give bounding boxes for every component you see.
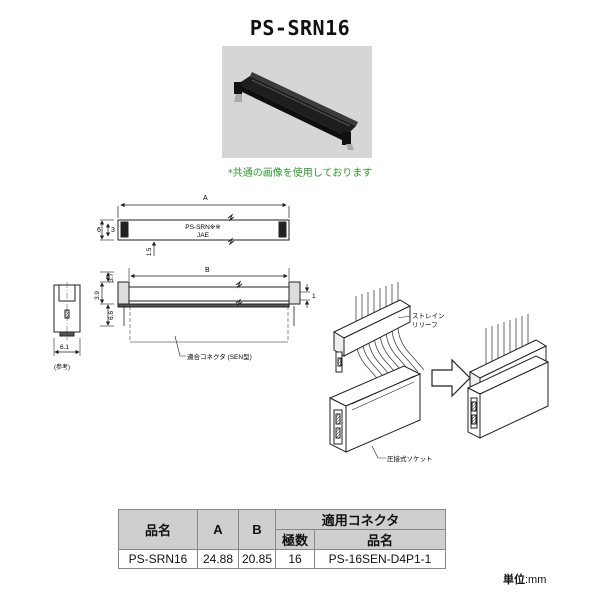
unit-label: 単位 <box>503 574 525 586</box>
dim-3-9-label: 3.9 <box>94 291 101 300</box>
side-view <box>53 282 81 356</box>
cell-b: 20.85 <box>238 549 276 569</box>
dim-a-label: A <box>203 195 208 202</box>
ref-label: (参考) <box>54 363 70 371</box>
idc-socket-label: 圧接式ソケット <box>387 454 433 463</box>
dim-6-label: 6 <box>97 227 101 234</box>
strain-relief-label-1: ストレイン <box>412 312 445 320</box>
header-connector-part-name: 品名 <box>314 529 446 550</box>
dim-3-label: 3 <box>111 227 115 234</box>
spec-table: 品名 A B 適用コネクタ 極数 品名 PS-SRN16 24.88 20.85… <box>118 509 446 569</box>
photo-note: *共通の画像を使用しております <box>227 168 373 179</box>
table-row: PS-SRN16 24.88 20.85 16 PS-16SEN-D4P1-1 <box>118 549 446 569</box>
assembly-illustration <box>328 282 550 459</box>
unit-value: :mm <box>525 574 547 586</box>
header-a: A <box>197 509 239 550</box>
connector-photo-illustration <box>234 72 358 150</box>
dim-6-1-label: 6.1 <box>60 344 69 351</box>
dim-1-5-label: 1.5 <box>147 247 153 256</box>
product-photo <box>222 46 372 158</box>
header-poles: 極数 <box>275 529 315 550</box>
dim-6-6-label: 6.6 <box>108 311 115 320</box>
cell-poles: 16 <box>275 549 315 569</box>
header-part-name: 品名 <box>118 509 198 550</box>
cell-connector-part-name: PS-16SEN-D4P1-1 <box>314 549 446 569</box>
product-title: PS-SRN16 <box>249 16 351 40</box>
cell-a: 24.88 <box>197 549 239 569</box>
unit-note: 単位:mm <box>503 571 546 587</box>
strain-relief-label-2: リリーフ <box>412 321 438 329</box>
technical-drawing: A 6 3 1.5 PS-SRN※※ JAE B 3.9 3.7 6.6 1 <box>53 195 550 463</box>
dim-1-label: 1 <box>312 293 316 300</box>
applicable-connector-label: 適合コネクタ (SEN型) <box>187 352 252 361</box>
top-view <box>99 202 290 256</box>
dim-3-7-label: 3.7 <box>108 273 115 282</box>
header-b: B <box>238 509 276 550</box>
cell-part-name: PS-SRN16 <box>118 549 198 569</box>
marking-line2: JAE <box>197 232 210 239</box>
front-view <box>99 268 310 357</box>
dim-b-label: B <box>205 267 210 274</box>
header-applicable-connector: 適用コネクタ <box>275 509 446 530</box>
marking-line1: PS-SRN※※ <box>185 224 221 231</box>
